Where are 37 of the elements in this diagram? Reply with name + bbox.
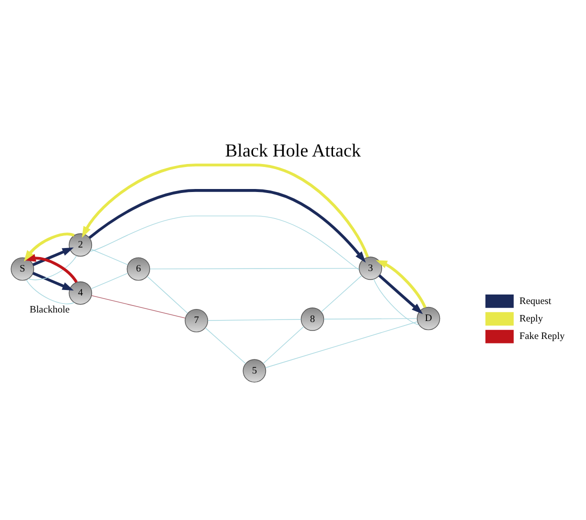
connector bbox=[28, 254, 77, 280]
node-circle: D bbox=[416, 306, 440, 330]
connector bbox=[204, 326, 246, 364]
diagram-title: Black Hole Attack bbox=[225, 140, 361, 160]
node-circle: 4 bbox=[68, 280, 92, 304]
node-circle: 7 bbox=[184, 308, 208, 332]
connector bbox=[324, 318, 418, 319]
connector bbox=[90, 215, 360, 270]
arrow bbox=[24, 232, 75, 262]
node-circle: 3 bbox=[358, 256, 382, 280]
connector bbox=[91, 294, 186, 318]
node-circle: S bbox=[10, 256, 34, 280]
connector bbox=[146, 276, 188, 314]
arrow bbox=[82, 163, 369, 258]
node-circle: 6 bbox=[126, 256, 150, 280]
arrow bbox=[378, 274, 423, 314]
legend-label: Reply bbox=[519, 312, 544, 324]
arrow bbox=[376, 260, 426, 308]
connector bbox=[320, 274, 362, 312]
legend-label: Request bbox=[519, 295, 552, 306]
node-circle: 8 bbox=[300, 307, 324, 330]
node-circle: 2 bbox=[68, 232, 92, 256]
connector bbox=[265, 320, 418, 368]
connector bbox=[373, 278, 420, 325]
connector bbox=[262, 326, 304, 364]
node-circle: 5 bbox=[242, 358, 266, 382]
arrow bbox=[24, 254, 78, 282]
arrow bbox=[32, 246, 74, 266]
arrow bbox=[32, 271, 74, 290]
connector bbox=[90, 272, 128, 289]
connector bbox=[26, 278, 75, 304]
node-label: Blackhole bbox=[30, 304, 70, 315]
legend-label: Fake Reply bbox=[519, 330, 565, 342]
connector bbox=[90, 248, 128, 265]
arrow bbox=[88, 188, 366, 262]
connector bbox=[150, 267, 360, 269]
connector bbox=[208, 318, 302, 320]
